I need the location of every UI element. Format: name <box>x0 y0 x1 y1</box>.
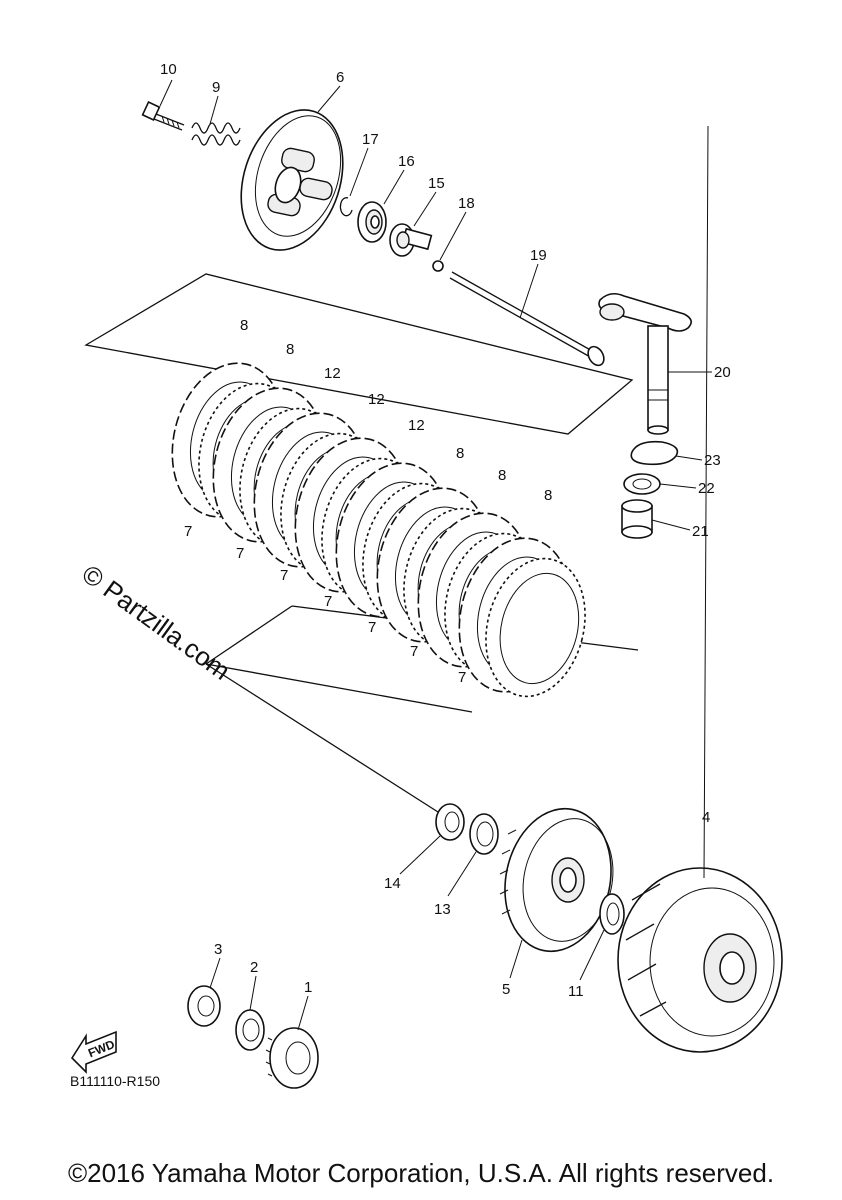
drawing-code: B111110-R150 <box>70 1073 160 1089</box>
label-20: 20 <box>714 364 731 381</box>
label-11: 11 <box>568 983 584 1000</box>
label-16: 16 <box>398 153 415 170</box>
clutch-plate <box>485 557 586 698</box>
part-6-pressure-plate <box>240 109 344 251</box>
label-15: 15 <box>428 175 445 192</box>
label-7f: 7 <box>410 643 418 660</box>
label-23: 23 <box>704 452 721 469</box>
label-8e: 8 <box>544 487 552 504</box>
part-1-primary-drive-gear <box>265 1027 319 1089</box>
label-7a: 7 <box>184 523 192 540</box>
label-10: 10 <box>160 61 177 78</box>
label-21: 21 <box>692 523 709 540</box>
part-16-bearing <box>357 201 387 243</box>
part-20-push-lever-shaft <box>598 292 692 435</box>
part-11-thrust-washer <box>599 893 625 935</box>
plate-stack-outline-lower <box>205 605 293 665</box>
part-2-washer <box>235 1009 265 1051</box>
label-18: 18 <box>458 195 475 212</box>
label-5: 5 <box>502 981 510 998</box>
label-12a: 12 <box>324 365 341 382</box>
label-8a: 8 <box>240 317 248 334</box>
label-19: 19 <box>530 247 547 264</box>
label-12c: 12 <box>408 417 425 434</box>
plate-inner-ring <box>499 572 580 685</box>
label-2: 2 <box>250 959 258 976</box>
label-8b: 8 <box>286 341 294 358</box>
clutch-plate-stack <box>171 362 586 698</box>
label-1: 1 <box>304 979 312 996</box>
label-22: 22 <box>698 480 715 497</box>
part-19-push-rod-long <box>449 271 605 367</box>
part-14-nut <box>435 803 465 841</box>
label-7c: 7 <box>280 567 288 584</box>
label-7d: 7 <box>324 593 332 610</box>
leader-line-to-clutch-boss <box>205 663 439 813</box>
part-3-nut <box>187 985 221 1027</box>
label-8d: 8 <box>498 467 506 484</box>
part-23-circlip <box>630 440 679 466</box>
part-18-ball <box>432 260 444 272</box>
label-8c: 8 <box>456 445 464 462</box>
part-13-washer <box>469 813 499 855</box>
callout-labels: 10 9 6 17 16 15 18 19 20 23 22 21 8 8 12… <box>160 61 731 1000</box>
part-15-push-rod <box>389 223 433 257</box>
part-21-bearing <box>621 499 653 539</box>
watermark: © Partzilla.com <box>76 559 235 686</box>
label-7g: 7 <box>458 669 466 686</box>
copyright-footer: ©2016 Yamaha Motor Corporation, U.S.A. A… <box>67 1158 775 1188</box>
label-7b: 7 <box>236 545 244 562</box>
part-4-clutch-housing <box>617 867 783 1053</box>
label-3: 3 <box>214 941 222 958</box>
part-17-circlip <box>339 197 353 217</box>
label-6: 6 <box>336 69 344 86</box>
part-22-oil-seal <box>623 473 661 495</box>
label-7e: 7 <box>368 619 376 636</box>
label-4: 4 <box>702 809 710 826</box>
fwd-arrow: FWD <box>70 1030 117 1074</box>
part-10-bolt <box>141 101 185 131</box>
label-17: 17 <box>362 131 379 148</box>
part-5-clutch-boss <box>499 807 614 953</box>
label-14: 14 <box>384 875 401 892</box>
label-9: 9 <box>212 79 220 96</box>
label-13: 13 <box>434 901 451 918</box>
plate-stack-outline <box>84 273 634 435</box>
part-9-spring <box>191 122 241 146</box>
label-12b: 12 <box>368 391 385 408</box>
leader-lines <box>159 79 712 1031</box>
